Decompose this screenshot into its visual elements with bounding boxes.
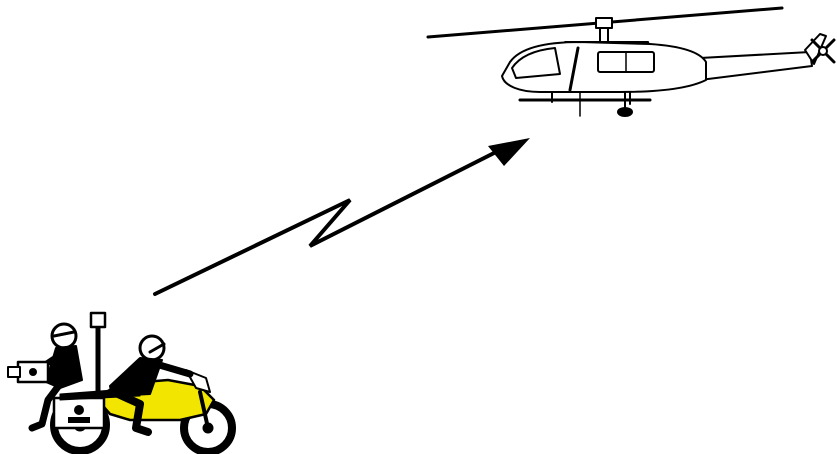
- camera-pod-icon: [618, 108, 632, 116]
- motorcycle-camera-crew-icon: [8, 313, 232, 452]
- zigzag-signal-line: [155, 150, 500, 294]
- antenna-mast-icon: [91, 313, 105, 396]
- helicopter-icon: [428, 8, 834, 116]
- video-camera-icon: [8, 362, 48, 382]
- rotor-mast-icon: [600, 28, 608, 42]
- tail-boom-icon: [700, 52, 812, 80]
- camera-case-icon: [54, 398, 104, 428]
- arrowhead-icon: [488, 138, 530, 166]
- wireless-link-arrow: [155, 138, 530, 294]
- rotor-hub-icon: [596, 18, 612, 28]
